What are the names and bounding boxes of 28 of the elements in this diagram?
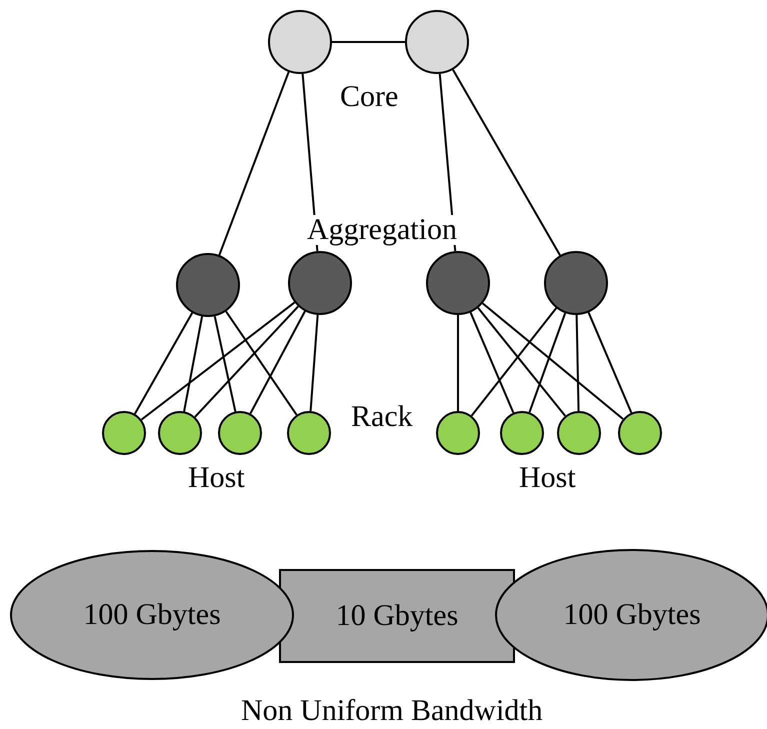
connection-line — [225, 310, 298, 416]
bandwidth-label: 10 Gbytes — [336, 599, 458, 633]
connection-line — [477, 307, 566, 416]
connection-line — [528, 312, 566, 413]
connection-line — [183, 316, 204, 412]
host-label: Host — [188, 463, 245, 493]
connection-line — [588, 312, 632, 414]
layer-label: Rack — [351, 402, 413, 432]
connection-line — [576, 314, 580, 412]
connection-line — [140, 302, 296, 420]
layer-label: Core — [340, 82, 398, 112]
connection-line — [452, 69, 561, 256]
host-label: Host — [519, 463, 576, 493]
connection-line — [310, 314, 319, 412]
connection-line — [482, 302, 624, 420]
bandwidth-label: 100 Gbytes — [83, 598, 221, 632]
connection-line — [134, 312, 194, 414]
connection-line — [457, 315, 459, 411]
connection-line — [214, 316, 236, 412]
connection-line — [218, 72, 290, 256]
connection-line — [470, 308, 557, 416]
caption-text: Non Uniform Bandwidth — [241, 696, 543, 726]
connection-line — [332, 41, 405, 43]
connection-line — [194, 306, 299, 418]
connection-line — [470, 312, 514, 414]
bandwidth-label: 100 Gbytes — [563, 598, 701, 632]
connection-line — [249, 310, 306, 414]
layer-label: Aggregation — [305, 215, 459, 245]
